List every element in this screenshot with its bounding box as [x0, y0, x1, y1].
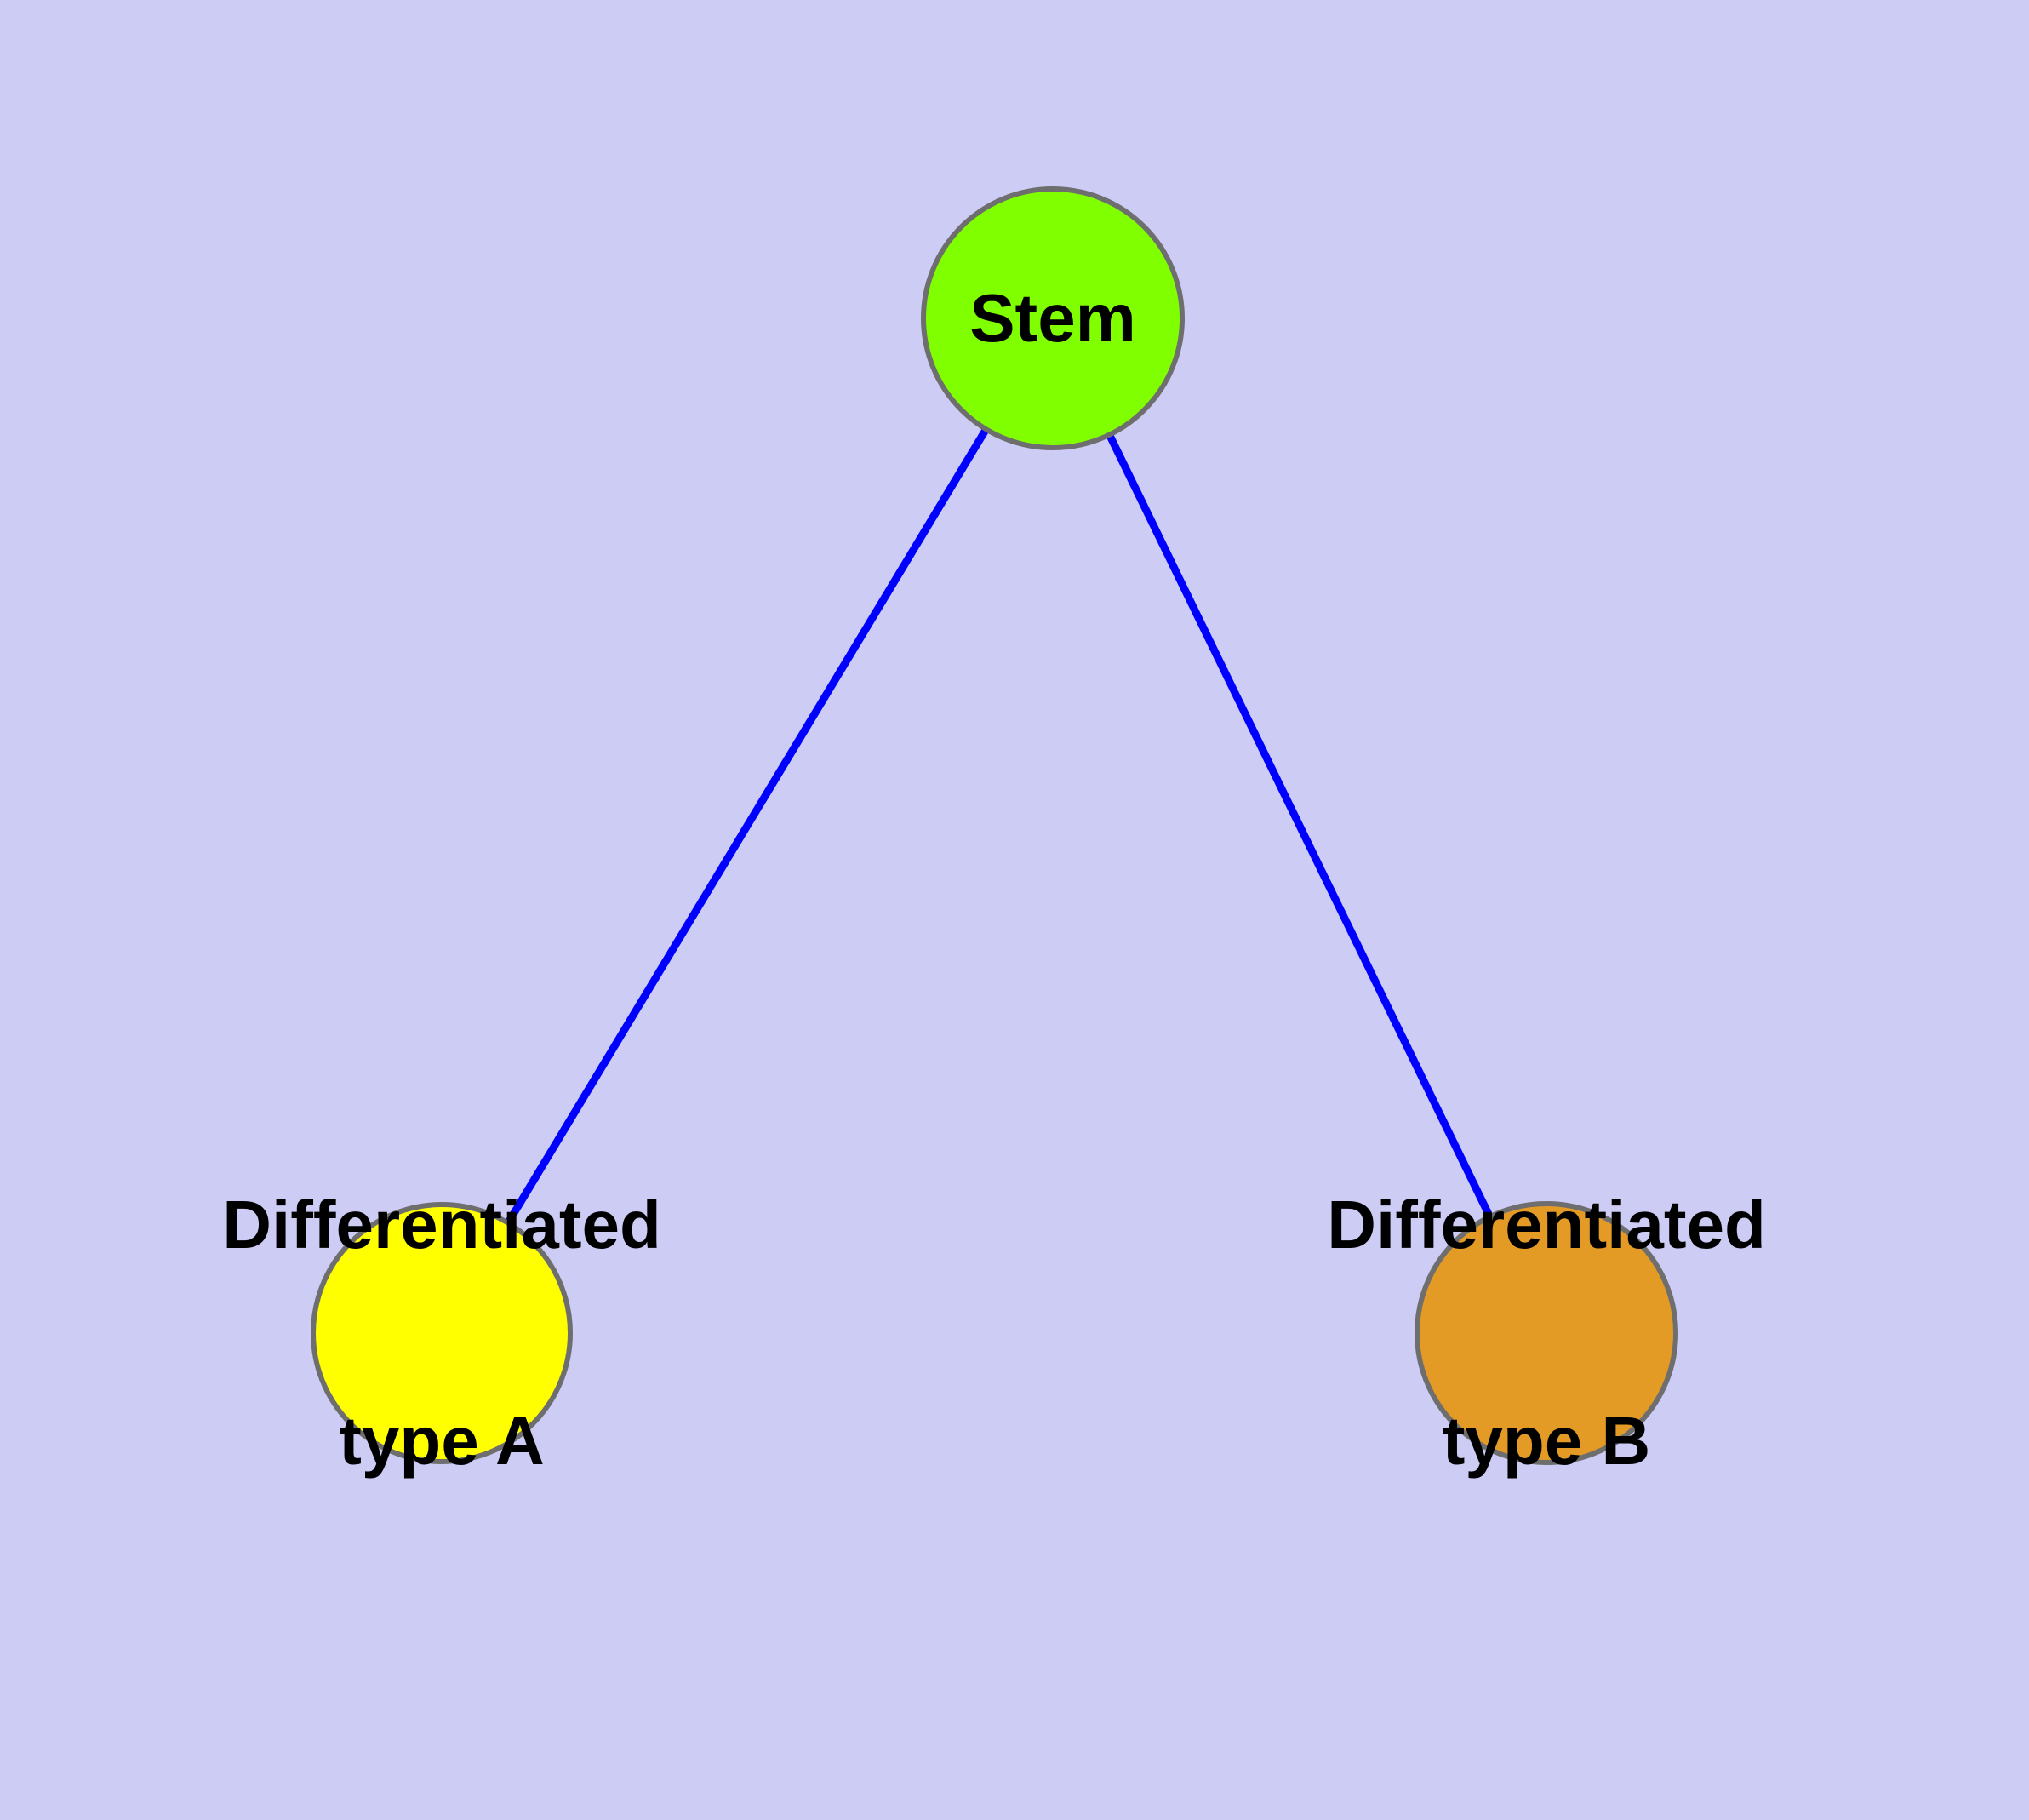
graph-edges	[438, 316, 1551, 1336]
graph-nodes	[311, 186, 1678, 1465]
node-stem[interactable]	[921, 186, 1185, 450]
edge-stem-to-differentiated-type-a	[438, 316, 1056, 1336]
node-differentiated-type-a[interactable]	[311, 1202, 573, 1464]
edge-stem-to-differentiated-type-b	[1049, 317, 1551, 1335]
node-differentiated-type-b[interactable]	[1415, 1201, 1678, 1465]
